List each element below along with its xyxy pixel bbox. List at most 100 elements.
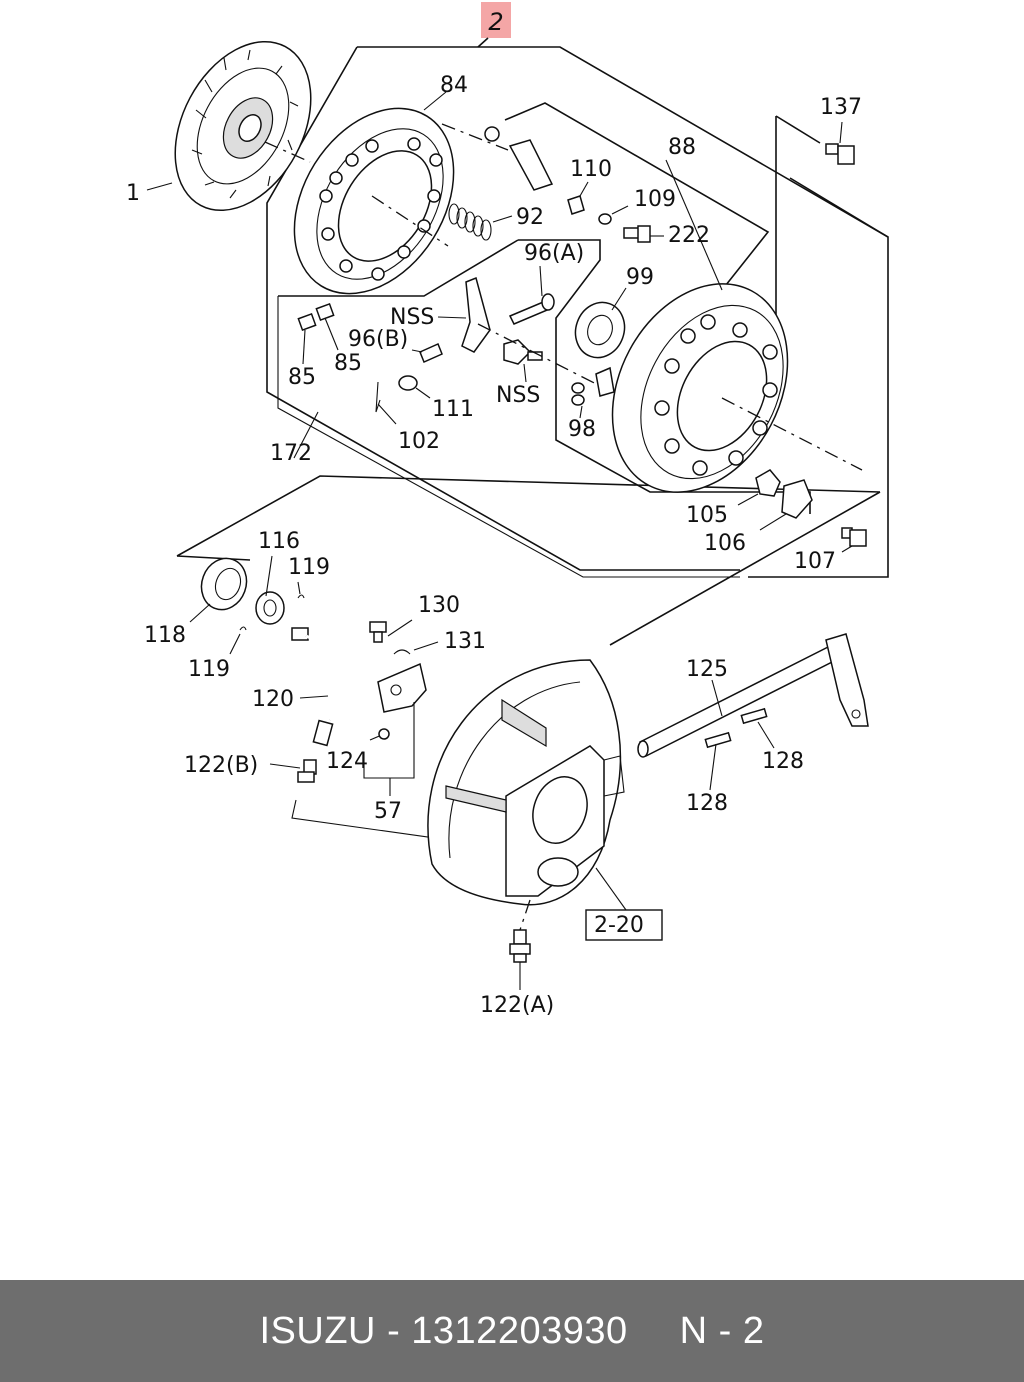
housing-frame-left xyxy=(176,555,251,561)
release-lever xyxy=(461,276,491,353)
leader-84 xyxy=(423,91,447,111)
leader-119a xyxy=(297,581,301,595)
inner-frame-172 xyxy=(277,296,740,578)
leader-137 xyxy=(775,115,821,144)
leader-92 xyxy=(492,215,513,223)
axis-line-strap xyxy=(441,123,509,151)
bearing-118 xyxy=(200,557,248,611)
leader-128a xyxy=(709,743,717,791)
callout-111: 111 xyxy=(432,397,474,422)
callout-172: 172 xyxy=(270,441,312,466)
leader-nss-1 xyxy=(437,316,467,319)
axis-line-1 xyxy=(264,141,311,163)
pin-96b xyxy=(419,342,443,364)
sleeve-116 xyxy=(255,591,285,625)
pin-85b xyxy=(315,303,335,321)
callout-124: 124 xyxy=(326,749,368,774)
bracket-57-group xyxy=(363,702,415,779)
release-bearing xyxy=(574,301,626,359)
callout-99: 99 xyxy=(626,265,654,290)
clutch-disc xyxy=(174,40,312,212)
leader-99 xyxy=(611,287,627,311)
hose-120 xyxy=(291,627,344,747)
leader-1 xyxy=(146,182,173,191)
clip-119a xyxy=(297,594,305,599)
callout-nss-2: NSS xyxy=(496,383,540,408)
callout-130: 130 xyxy=(418,593,460,618)
bolt-222 xyxy=(623,225,651,243)
leader-172 xyxy=(293,411,319,459)
key-128a xyxy=(704,731,732,749)
callout-118: 118 xyxy=(144,623,186,648)
housing-frame-right xyxy=(609,491,881,646)
leader-122b xyxy=(269,763,301,769)
part-98 xyxy=(571,382,585,406)
footer-part-number: 1312203930 xyxy=(411,1309,628,1352)
leader-106 xyxy=(759,513,787,531)
callout-116: 116 xyxy=(258,529,300,554)
callout-57: 57 xyxy=(374,799,402,824)
callout-2-20: 2-20 xyxy=(594,913,644,938)
leader-88 xyxy=(665,159,723,291)
leader-105 xyxy=(737,493,759,506)
clip-119b xyxy=(239,626,247,631)
callout-122b: 122(B) xyxy=(184,753,258,778)
callout-96b: 96(B) xyxy=(348,327,408,352)
clutch-housing xyxy=(427,659,625,906)
axis-line-122a xyxy=(519,899,531,931)
bolt-107 xyxy=(841,527,867,547)
leader-110 xyxy=(579,181,589,197)
callout-96a: 96(A) xyxy=(524,241,584,266)
callout-109: 109 xyxy=(634,187,676,212)
axis-line-cover xyxy=(721,397,863,471)
callout-222: 222 xyxy=(668,223,710,248)
callout-1: 1 xyxy=(126,181,140,206)
leader-131 xyxy=(413,641,439,651)
footer-page-ref: N - 2 xyxy=(679,1309,765,1352)
group-label: 2 xyxy=(488,8,503,36)
callout-119b: 119 xyxy=(188,657,230,682)
leader-96a xyxy=(539,265,543,297)
leader-120 xyxy=(299,695,329,699)
callout-102: 102 xyxy=(398,429,440,454)
nut-105 xyxy=(755,469,781,497)
nut-124 xyxy=(378,728,390,740)
leader-116 xyxy=(265,555,273,597)
leader-111 xyxy=(415,387,431,399)
nipple-122b xyxy=(297,759,317,783)
leader-119b xyxy=(229,633,241,655)
leader-130 xyxy=(387,619,413,637)
footer-brand: ISUZU xyxy=(259,1309,376,1352)
leader-125 xyxy=(711,679,723,717)
callout-119a: 119 xyxy=(288,555,330,580)
cotter-pin-102 xyxy=(375,381,381,413)
callout-nss-1: NSS xyxy=(390,305,434,330)
nipple-122a xyxy=(509,929,531,963)
axis-line-lever xyxy=(477,323,613,393)
callout-125: 125 xyxy=(686,657,728,682)
callout-110: 110 xyxy=(570,157,612,182)
bracket-57 xyxy=(377,662,427,713)
pin-96a xyxy=(508,293,555,325)
cover-frame-top xyxy=(504,102,770,291)
leader-107 xyxy=(841,545,853,553)
bolt-130 xyxy=(369,621,387,643)
callout-98: 98 xyxy=(568,417,596,442)
callout-88: 88 xyxy=(668,135,696,160)
callout-107: 107 xyxy=(794,549,836,574)
callout-137: 137 xyxy=(820,95,862,120)
leader-137-b xyxy=(839,121,843,144)
group-label-leader xyxy=(477,37,489,48)
ref-box-2-20 xyxy=(585,909,663,941)
callout-85b: 85 xyxy=(334,351,362,376)
fork-plate xyxy=(595,366,615,397)
strap-plate xyxy=(484,126,554,191)
callout-122a: 122(A) xyxy=(480,993,554,1018)
spring-92 xyxy=(448,203,492,241)
washer-109 xyxy=(598,213,612,225)
nut-nss xyxy=(503,339,543,365)
callout-106: 106 xyxy=(704,531,746,556)
exploded-parts-diagram: 2 xyxy=(126,2,889,1018)
frame-right-upper xyxy=(789,177,889,238)
callout-85a: 85 xyxy=(288,365,316,390)
